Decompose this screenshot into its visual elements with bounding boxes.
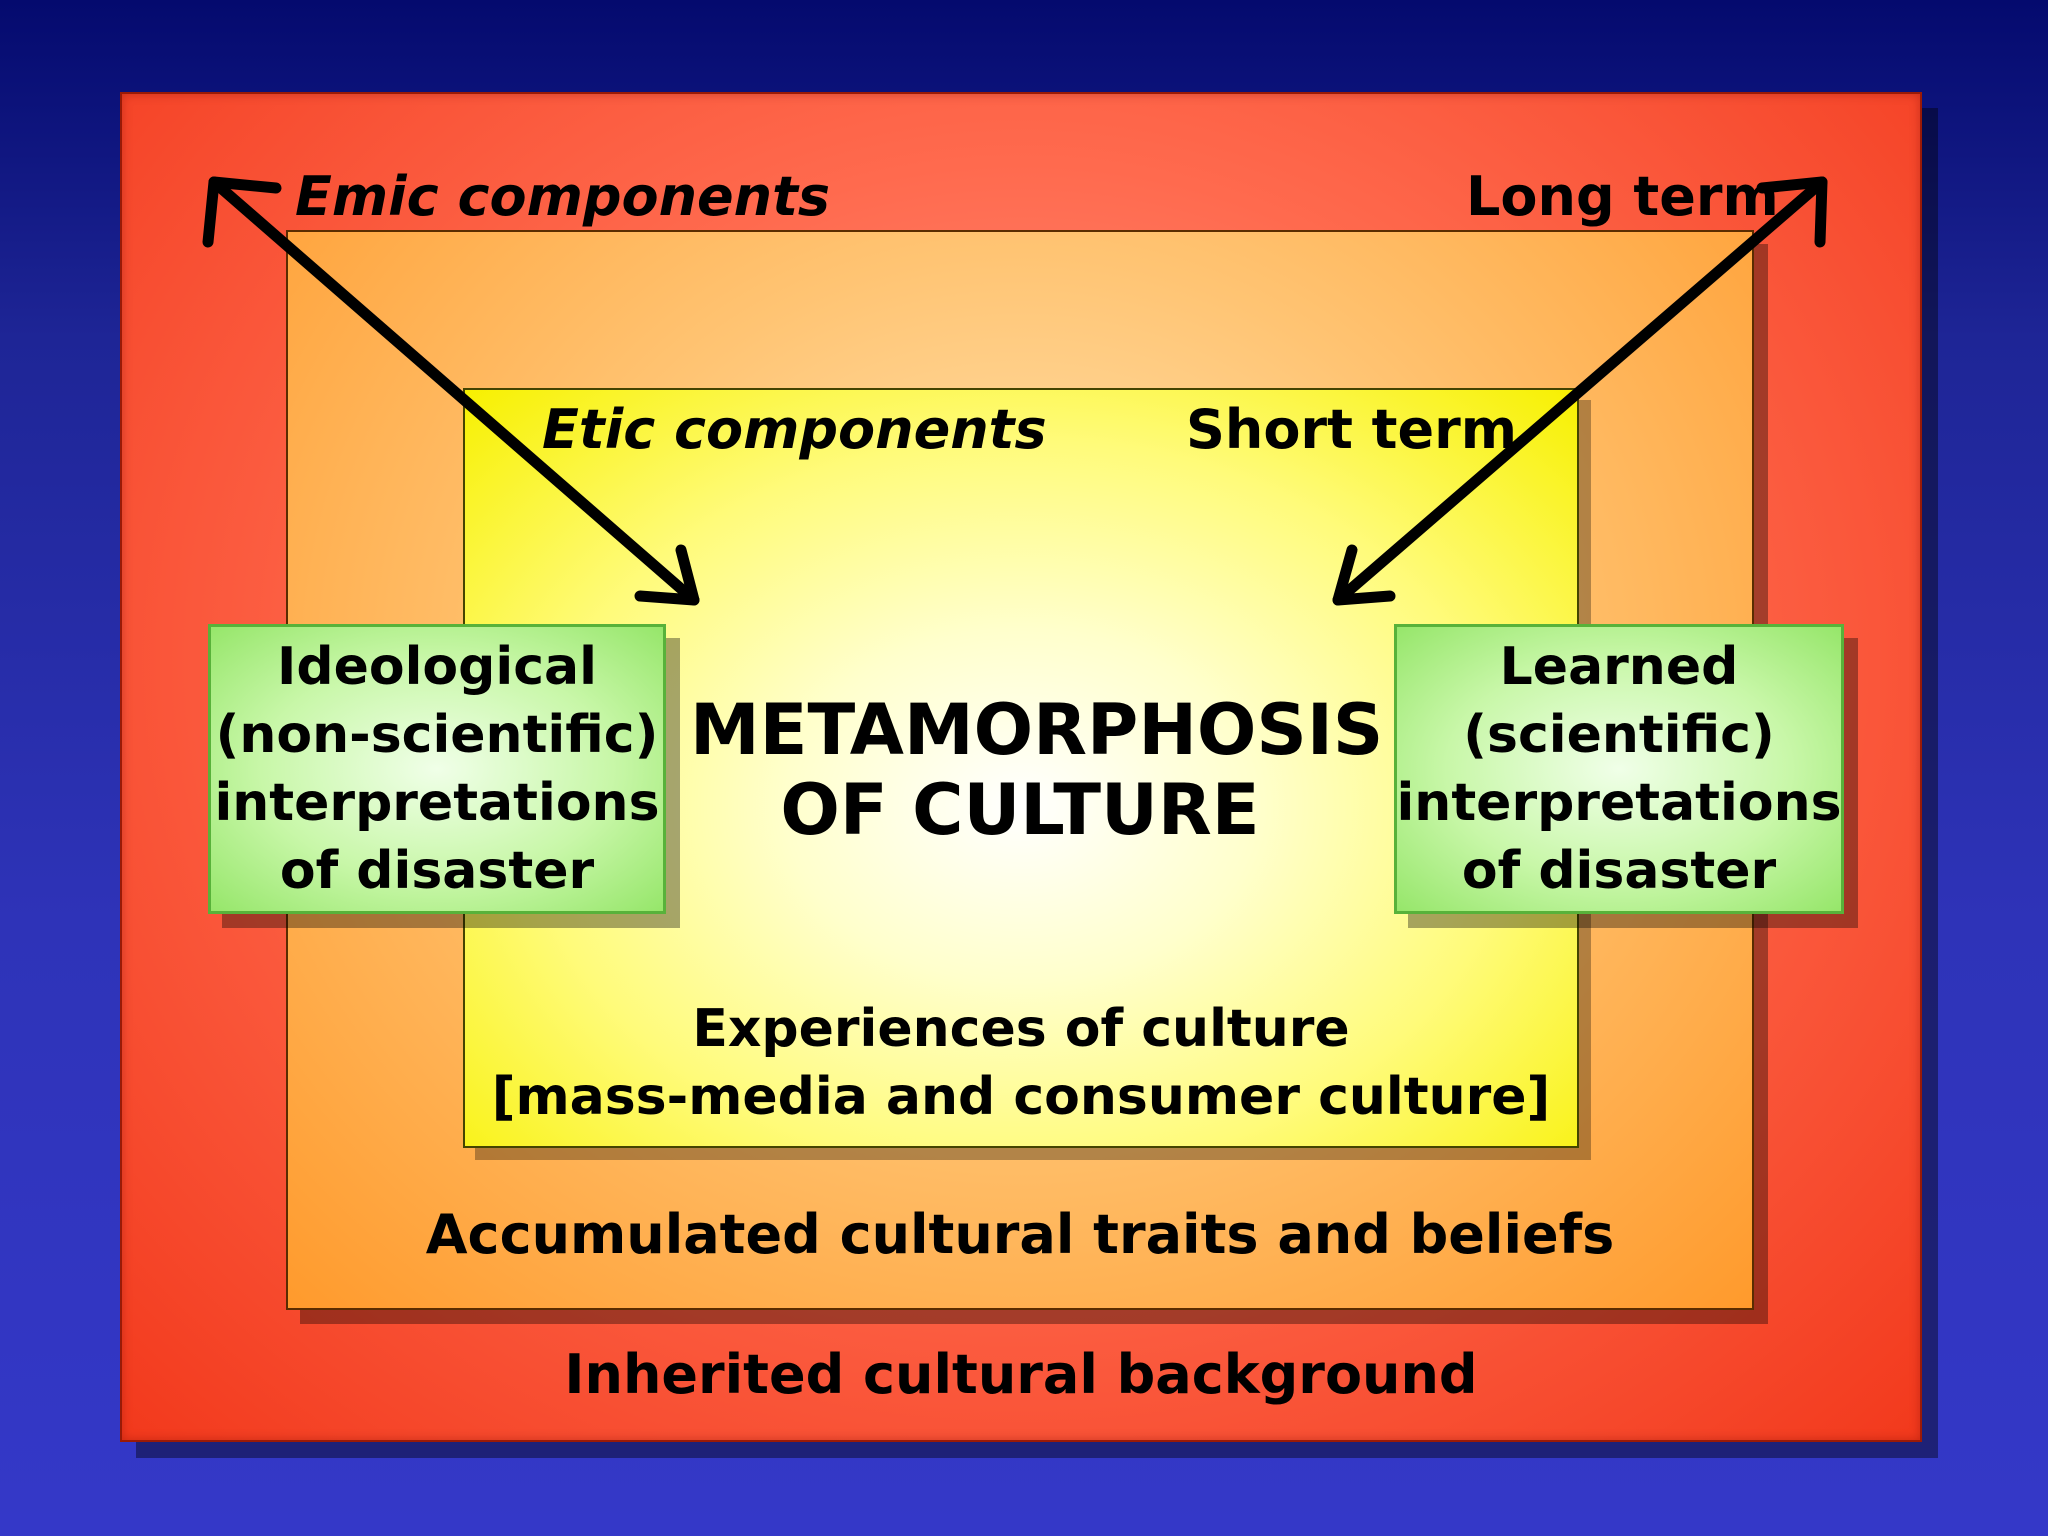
left-box-line: (non-scientific) — [215, 705, 659, 765]
left-box-line: of disaster — [279, 841, 595, 901]
metamorphosis-title: METAMORPHOSIS OF CULTURE — [690, 689, 1384, 851]
right-box-line: interpretations — [1396, 773, 1842, 833]
right-box-line: Learned — [1499, 637, 1739, 697]
emic-components-label: Emic components — [295, 165, 831, 228]
left-box-line: Ideological — [277, 637, 597, 697]
short-term-label: Short term — [1186, 398, 1518, 461]
center-title-line: OF CULTURE — [780, 769, 1260, 851]
center-title-line: METAMORPHOSIS — [690, 689, 1384, 771]
experiences-of-culture-label: Experiences of culture [mass-media and c… — [463, 995, 1579, 1131]
accumulated-traits-label: Accumulated cultural traits and beliefs — [425, 1203, 1615, 1266]
long-term-label: Long term — [1466, 165, 1779, 228]
etic-components-label: Etic components — [542, 398, 1047, 461]
right-box-line: (scientific) — [1463, 705, 1775, 765]
inherited-background-label: Inherited cultural background — [564, 1343, 1478, 1406]
right-box-line: of disaster — [1461, 841, 1777, 901]
learned-interpretations-box: Learned (scientific) interpretations of … — [1394, 624, 1844, 914]
experiences-line: [mass-media and consumer culture] — [491, 1067, 1551, 1127]
ideological-interpretations-box: Ideological (non-scientific) interpretat… — [208, 624, 666, 914]
experiences-line: Experiences of culture — [692, 999, 1350, 1059]
left-box-line: interpretations — [214, 773, 660, 833]
